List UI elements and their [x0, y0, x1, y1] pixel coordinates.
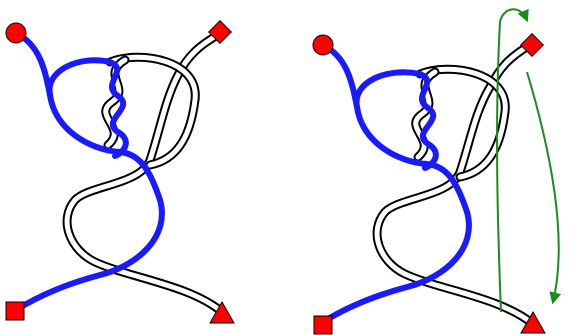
left-panel: [5, 19, 235, 324]
triangle-marker: [209, 300, 235, 324]
move-arrow-right: [526, 71, 562, 305]
square-marker: [5, 301, 25, 321]
move-arrow-top: [496, 8, 529, 313]
blue-strand: [13, 30, 165, 313]
circle-marker: [5, 22, 27, 44]
square-marker: [313, 315, 333, 335]
right-panel: [312, 8, 562, 335]
diamond-marker: [519, 32, 545, 58]
circle-marker: [312, 34, 334, 56]
triangle-marker: [520, 310, 546, 334]
diamond-marker: [207, 19, 233, 45]
blue-strand: [320, 42, 472, 325]
white-strand: [62, 28, 227, 317]
